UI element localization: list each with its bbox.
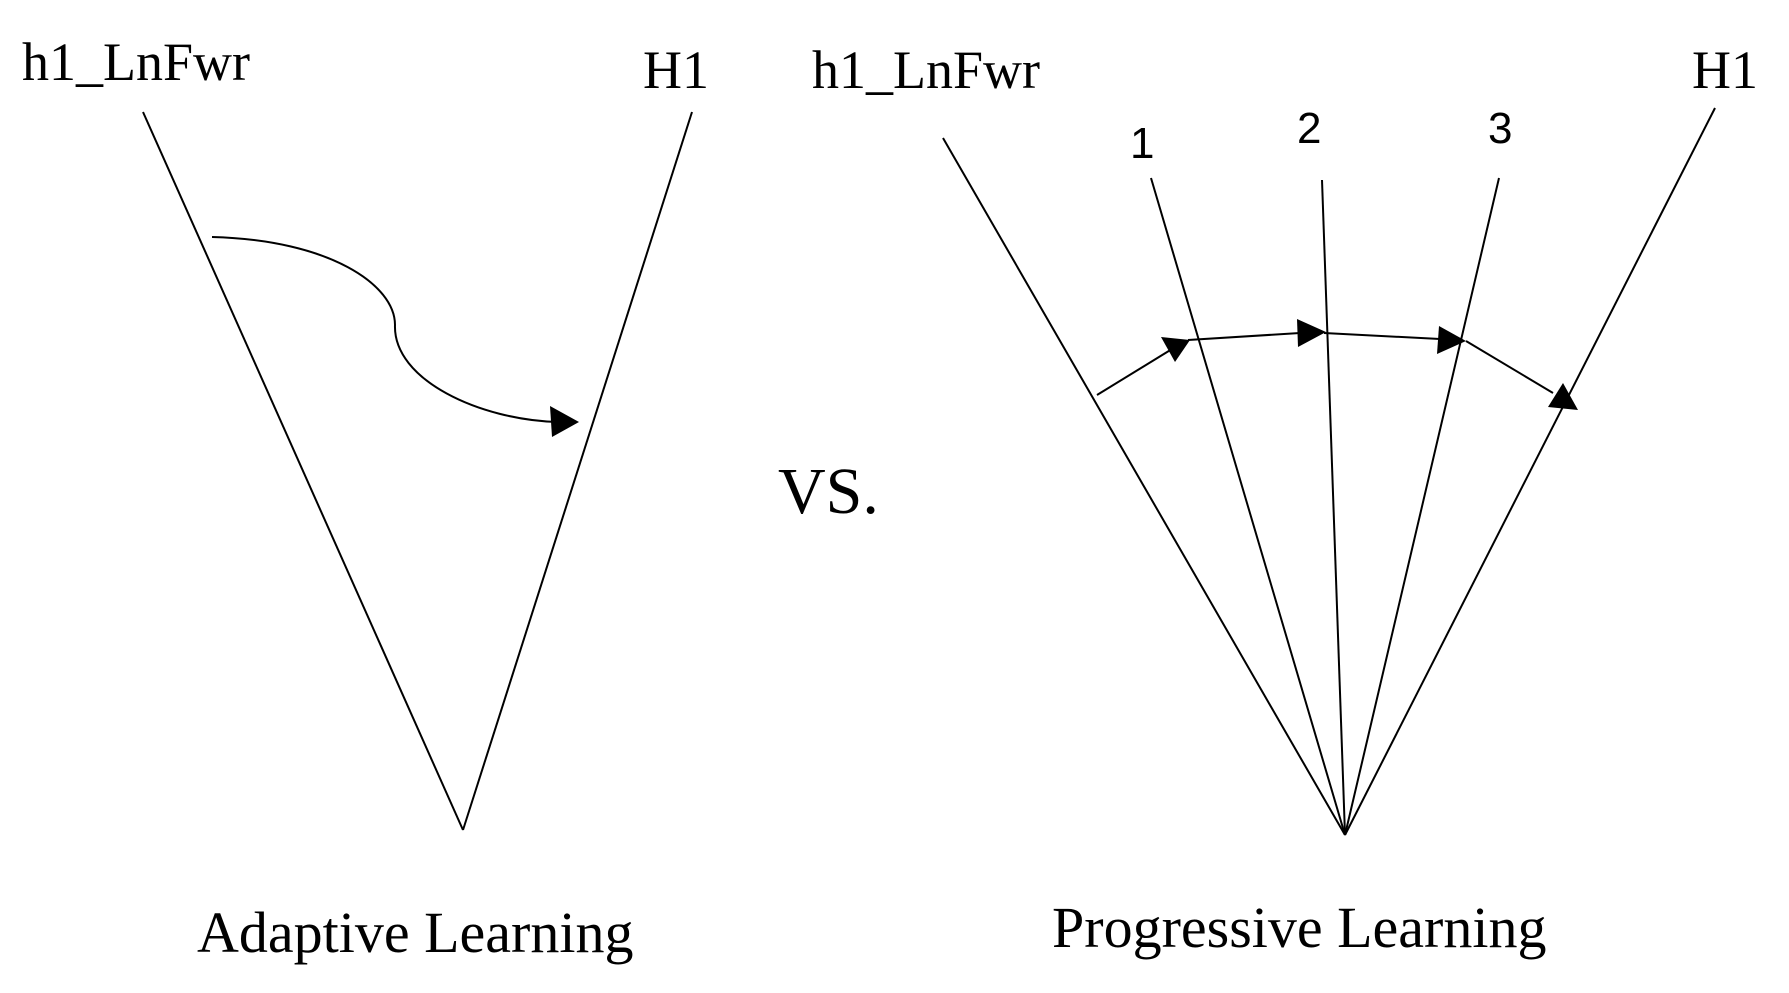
adaptive-start-label: h1_LnFwr xyxy=(22,32,250,92)
progressive-step-3-label: 3 xyxy=(1488,104,1512,153)
progressive-arc-segment-4 xyxy=(1465,340,1554,394)
progressive-end-line xyxy=(1344,107,1716,836)
progressive-arrowhead-1 xyxy=(1161,337,1190,362)
progressive-end-label: H1 xyxy=(1692,40,1758,100)
adaptive-learning-panel: h1_LnFwr H1 Adaptive Learning xyxy=(22,32,709,965)
progressive-step-1-line xyxy=(1150,177,1346,836)
adaptive-transfer-curve xyxy=(211,236,559,423)
adaptive-end-label: H1 xyxy=(643,40,709,100)
progressive-step-2-line xyxy=(1321,179,1346,836)
progressive-arc-segment-2 xyxy=(1187,332,1301,341)
adaptive-caption: Adaptive Learning xyxy=(197,900,633,965)
progressive-arrowhead-2 xyxy=(1297,319,1326,347)
vs-label: VS. xyxy=(778,455,879,528)
progressive-caption: Progressive Learning xyxy=(1052,895,1546,960)
progressive-start-line xyxy=(942,137,1346,836)
progressive-step-1-label: 1 xyxy=(1130,119,1154,168)
progressive-step-2-label: 2 xyxy=(1297,104,1321,153)
progressive-arc-segment-3 xyxy=(1323,332,1441,340)
progressive-arrowhead-3 xyxy=(1437,326,1466,354)
progressive-start-label: h1_LnFwr xyxy=(812,40,1040,100)
progressive-arc-segment-1 xyxy=(1096,348,1173,396)
adaptive-transfer-arrowhead xyxy=(550,406,579,437)
progressive-step-3-line xyxy=(1344,177,1500,836)
progressive-arrowhead-4 xyxy=(1548,383,1578,410)
adaptive-start-line xyxy=(142,111,464,831)
progressive-learning-panel: h1_LnFwr H1 1 2 3 Progressive Learning xyxy=(812,40,1758,960)
adaptive-end-line xyxy=(462,111,693,831)
